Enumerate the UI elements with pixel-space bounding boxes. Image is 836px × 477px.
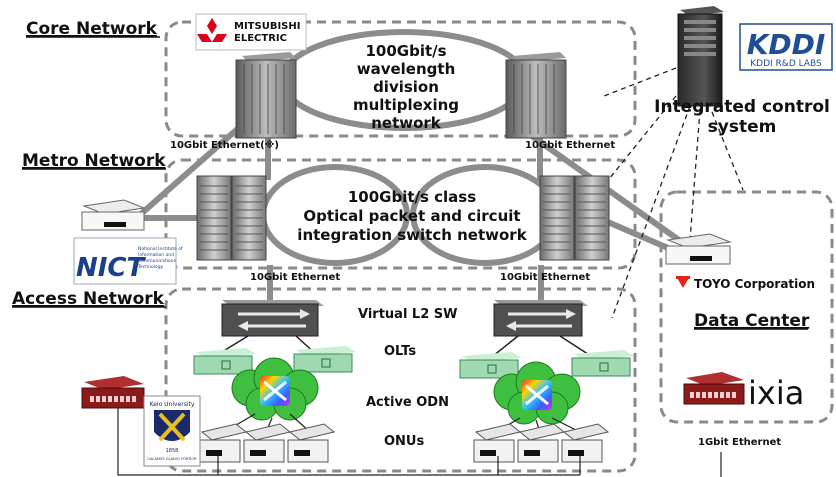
svg-text:National Institute of: National Institute of <box>138 246 183 252</box>
onu <box>287 423 336 463</box>
svg-text:Information and: Information and <box>138 252 174 258</box>
label-onus: ONUs <box>384 434 424 449</box>
svg-text:Integrated control: Integrated control <box>654 97 830 117</box>
svg-text:integration switch network: integration switch network <box>297 226 527 244</box>
svg-text:100Gbit/s class: 100Gbit/s class <box>348 188 476 206</box>
active-odn-right <box>493 361 581 425</box>
metro-rack-left <box>196 175 267 261</box>
svg-text:1858: 1858 <box>166 448 179 454</box>
svg-text:KDDI R&D LABS: KDDI R&D LABS <box>750 59 822 69</box>
metro-network-box <box>164 158 637 270</box>
link-label-core-left: 10Gbit Ethernet(※) <box>170 139 279 151</box>
data-center-box <box>659 190 834 424</box>
svg-text:division: division <box>373 78 439 96</box>
edge-switch-toyo <box>665 233 732 265</box>
section-label-datacenter: Data Center <box>694 311 810 331</box>
olt-2 <box>293 346 356 373</box>
core-network-box <box>164 20 637 138</box>
section-label-metro: Metro Network <box>22 151 166 171</box>
core-ring-label: 100Gbit/s wavelength division multiplexi… <box>353 42 459 132</box>
onu-group-right <box>473 423 610 463</box>
metro-rack-right <box>539 175 610 261</box>
svg-text:NICT: NICT <box>76 253 147 283</box>
core-router-left <box>235 52 297 139</box>
svg-text:network: network <box>371 114 442 132</box>
section-label-access: Access Network <box>12 289 165 309</box>
svg-text:100Gbit/s: 100Gbit/s <box>365 42 446 60</box>
svg-text:MITSUBISHI: MITSUBISHI <box>234 21 300 32</box>
label-active-odn: Active ODN <box>366 395 449 410</box>
access-network-box <box>164 287 637 473</box>
label-virtual-l2-sw: Virtual L2 SW <box>358 307 457 322</box>
onu <box>473 423 522 463</box>
svg-text:Technology: Technology <box>137 264 164 270</box>
svg-text:KDDI: KDDI <box>747 28 826 61</box>
link-label-metro-left: 10Gbit Ethernet <box>250 272 340 283</box>
onu <box>199 423 248 463</box>
label-olts: OLTs <box>384 344 416 359</box>
red-switch-datacenter <box>683 372 745 405</box>
onu <box>561 423 610 463</box>
olt-4 <box>571 350 634 377</box>
svg-text:CALAMVS GLADIO FORTIOR: CALAMVS GLADIO FORTIOR <box>147 457 197 461</box>
virtual-l2-switch-right <box>493 300 588 337</box>
svg-text:Keio University: Keio University <box>150 401 195 408</box>
svg-text:TOYO Corporation: TOYO Corporation <box>694 277 815 291</box>
link-label-core-right: 10Gbit Ethernet <box>525 140 615 151</box>
olt-1 <box>193 348 256 375</box>
svg-text:wavelength: wavelength <box>357 60 456 78</box>
svg-text:Optical packet and circuit: Optical packet and circuit <box>303 207 520 225</box>
olt-3 <box>459 352 522 379</box>
onu-group-left <box>199 423 336 463</box>
onu <box>517 423 566 463</box>
keio-logo: Keio University 1858 CALAMVS GLADIO FORT… <box>143 395 201 467</box>
core-router-right <box>505 52 567 139</box>
kddi-logo: KDDI KDDI R&D LABS <box>739 23 833 71</box>
svg-text:ixia: ixia <box>748 374 804 412</box>
control-links <box>587 67 744 319</box>
link-label-datacenter: 1Gbit Ethernet <box>698 437 781 448</box>
mitsubishi-logo: MITSUBISHI ELECTRIC <box>195 13 307 51</box>
svg-text:system: system <box>708 117 777 137</box>
ixia-logo: ixia <box>748 374 804 412</box>
edge-switch-nict <box>81 199 146 231</box>
section-label-core: Core Network <box>26 19 158 39</box>
nict-logo: NICT National Institute of Information a… <box>73 237 183 285</box>
control-server-icon <box>677 6 724 107</box>
metro-ring-label: 100Gbit/s class Optical packet and circu… <box>297 188 527 244</box>
virtual-l2-switch-left <box>221 300 324 337</box>
svg-text:Communications: Communications <box>138 258 176 264</box>
svg-text:ELECTRIC: ELECTRIC <box>234 33 287 44</box>
svg-text:multiplexing: multiplexing <box>353 96 459 114</box>
toyo-logo: TOYO Corporation <box>676 276 815 291</box>
onu <box>243 423 292 463</box>
active-odn-left <box>231 357 319 421</box>
integrated-control-label: Integrated control system <box>654 97 830 137</box>
link-label-metro-right: 10Gbit Ethernet <box>500 272 590 283</box>
red-switch-access <box>81 376 145 409</box>
